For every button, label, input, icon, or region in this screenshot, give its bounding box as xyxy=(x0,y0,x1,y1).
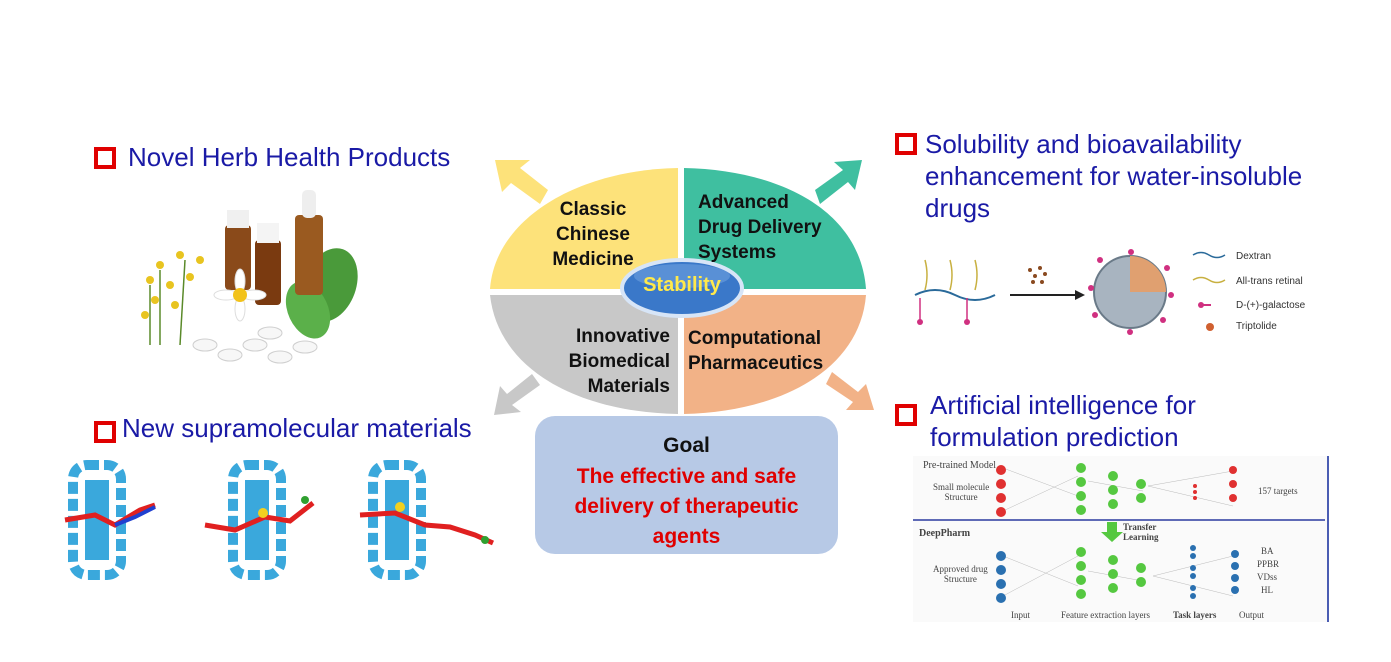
supramolecular-title: New supramolecular materials xyxy=(122,413,472,443)
arrow-supramolecular xyxy=(494,374,540,415)
pretrained-label: Pre-trained Model xyxy=(923,460,997,471)
arrow-herb xyxy=(495,160,548,204)
output-ppbr: PPBR xyxy=(1257,559,1280,569)
quadrant-advanced-drug-delivery xyxy=(684,168,866,289)
output-hl: HL xyxy=(1261,585,1273,595)
molecule-1 xyxy=(64,460,156,580)
arrow-solubility xyxy=(815,160,862,204)
supramolecular-structures xyxy=(64,460,495,580)
nanoparticle-scheme xyxy=(914,249,1226,335)
molecule-2 xyxy=(204,460,315,580)
herb-title: Novel Herb Health Products xyxy=(128,142,451,172)
stability-label: Stability xyxy=(643,274,721,296)
legend-retinal: All-trans retinal xyxy=(1236,276,1303,287)
bullet-herb xyxy=(94,147,116,169)
output-ba: BA xyxy=(1261,546,1274,556)
bullet-solubility xyxy=(895,133,917,155)
footer-feature: Feature extraction layers xyxy=(1061,610,1150,620)
quadrant-label-top-right: Advanced Drug Delivery Systems xyxy=(698,192,822,263)
legend-triptolide: Triptolide xyxy=(1236,321,1277,332)
transfer-arrow xyxy=(1101,522,1123,542)
deeppharm-label: DeepPharm xyxy=(919,528,971,539)
quadrant-label-top-left: Classic Chinese Medicine xyxy=(552,199,634,270)
network-graphic xyxy=(913,463,1325,603)
herb-products-illustration xyxy=(141,190,358,364)
quadrant-innovative-biomedical xyxy=(490,295,678,414)
quadrant-computational-pharmaceutics xyxy=(684,295,866,414)
goal-title: Goal xyxy=(663,434,710,457)
quadrant-label-bottom-right: Computational Pharmaceutics xyxy=(688,328,824,374)
molecule-3 xyxy=(359,460,495,580)
center-diagram xyxy=(490,168,866,414)
goal-box: Goal The effective and safe delivery of … xyxy=(535,416,838,554)
goal-text: The effective and safe delivery of thera… xyxy=(574,465,799,548)
solubility-title: Solubility and bioavailability enhanceme… xyxy=(925,129,1303,223)
quadrant-classic-chinese-medicine xyxy=(490,168,678,289)
footer-task: Task layers xyxy=(1173,610,1217,620)
arrow-ai xyxy=(826,372,874,410)
legend-galactose: D-(+)-galactose xyxy=(1236,300,1306,311)
quadrant-label-bottom-left: Innovative Biomedical Materials xyxy=(568,326,670,397)
footer-input: Input xyxy=(1011,610,1030,620)
footer-output: Output xyxy=(1239,610,1265,620)
bullet-ai xyxy=(895,404,917,426)
bullet-supramolecular xyxy=(94,421,116,443)
targets-label: 157 targets xyxy=(1258,486,1298,496)
ai-title: Artificial intelligence for formulation … xyxy=(930,390,1196,452)
output-vdss: VDss xyxy=(1257,572,1278,582)
legend-dextran: Dextran xyxy=(1236,251,1272,262)
